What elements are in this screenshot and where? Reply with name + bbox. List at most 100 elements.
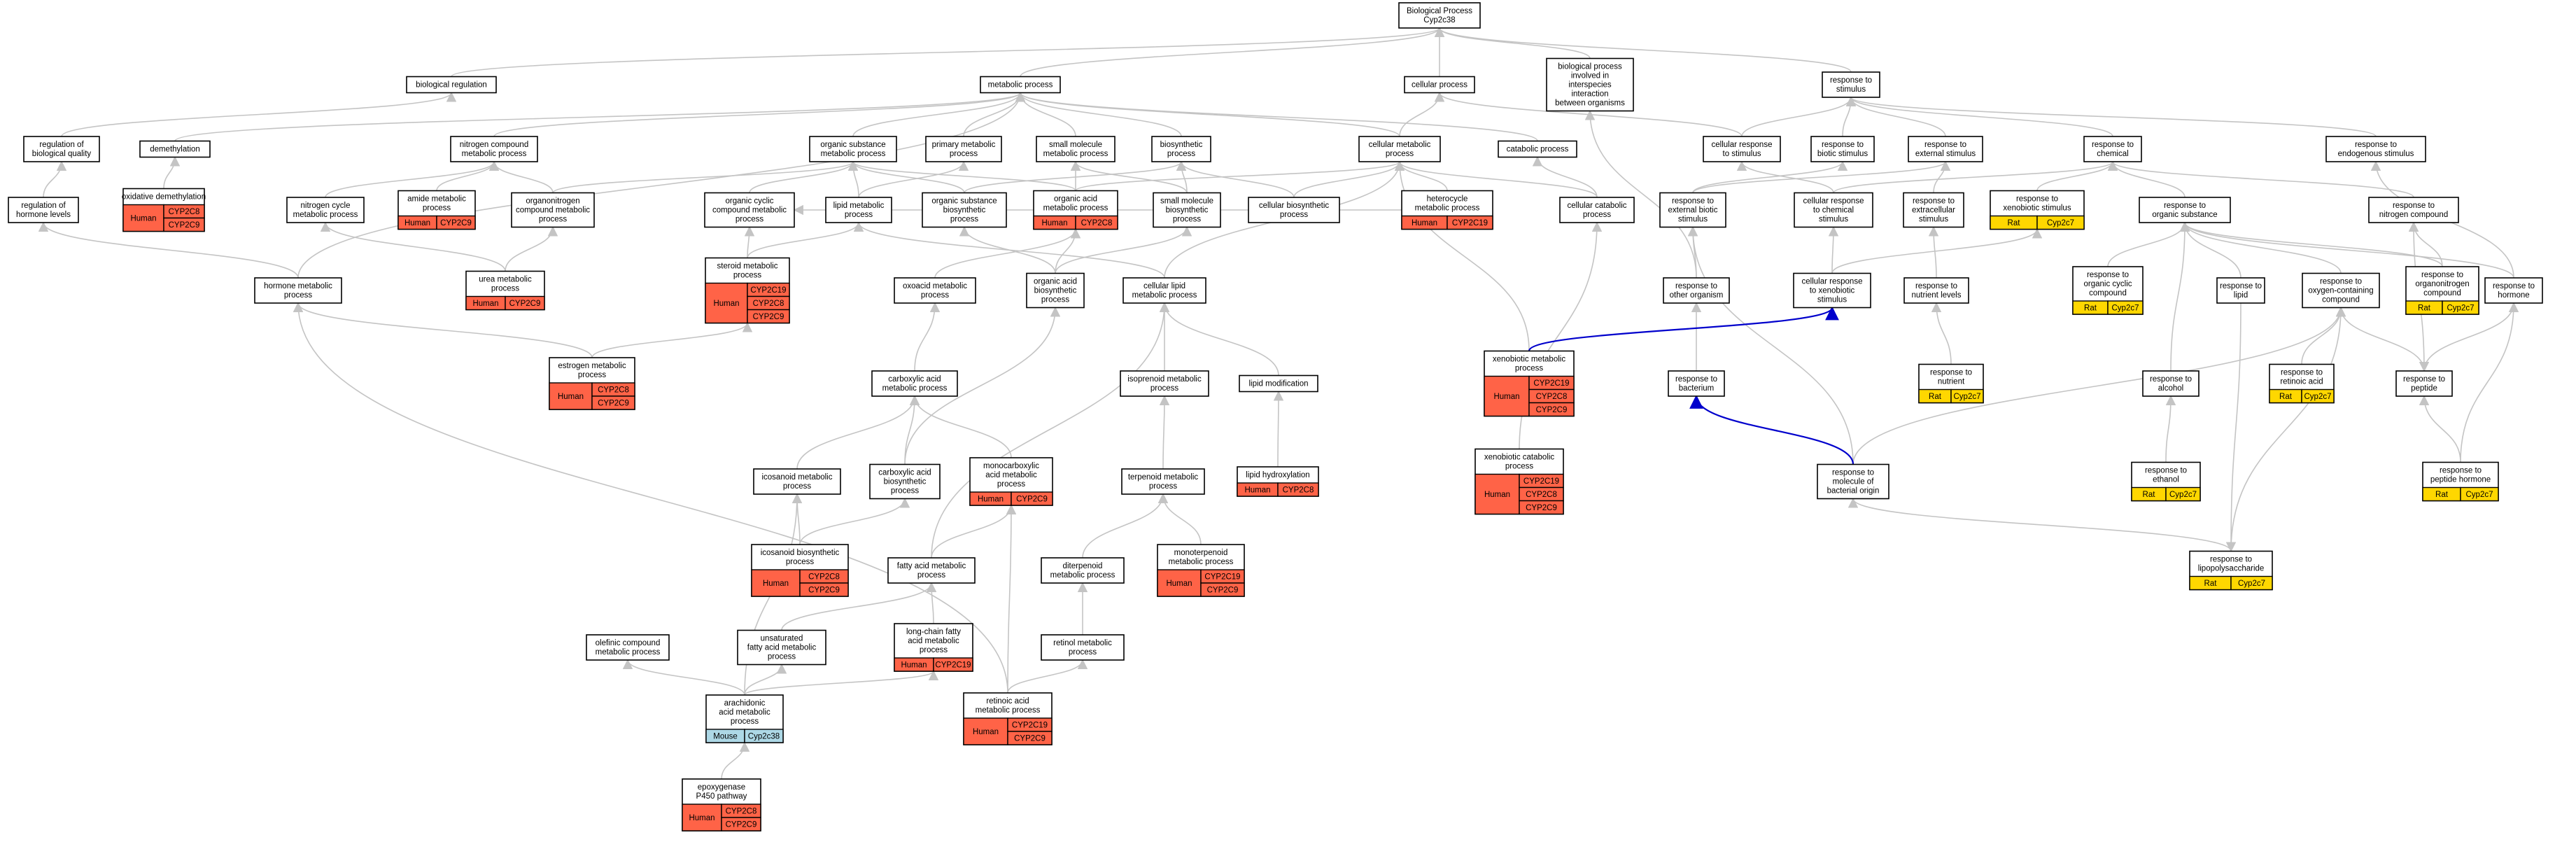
go-term-node-steroid[interactable]: steroid metabolicprocessHumanCYP2C19CYP2…	[705, 257, 790, 324]
go-term-box	[753, 468, 841, 495]
go-term-node-cellproc[interactable]: cellular process	[1404, 76, 1475, 94]
go-term-label: metabolic process	[1169, 558, 1234, 566]
species-label: Human	[689, 814, 715, 822]
gene-cell	[1277, 482, 1319, 497]
go-term-node-xenocat[interactable]: xenobiotic catabolicprocessHumanCYP2C19C…	[1474, 448, 1564, 515]
is-a-edge-cellmp-cellproc	[1399, 92, 1445, 137]
go-term-node-demeth[interactable]: demethylation	[139, 140, 211, 158]
go-term-label: cellular biosynthetic	[1259, 202, 1330, 210]
go-term-node-metab[interactable]: metabolic process	[980, 76, 1061, 94]
go-term-box	[2083, 136, 2142, 162]
go-term-node-icosbp[interactable]: icosanoid biosyntheticprocessHumanCYP2C8…	[751, 544, 849, 597]
go-term-node-breg[interactable]: biological regulation	[406, 76, 497, 94]
gene-label: Cyp2c7	[1954, 393, 1981, 401]
go-term-label: process	[491, 285, 520, 293]
go-term-node-catab[interactable]: catabolic process	[1498, 140, 1577, 158]
gene-label: Cyp2c38	[748, 733, 780, 741]
go-term-label: heterocycle	[1427, 195, 1468, 204]
go-term-node-xeno[interactable]: xenobiotic metabolicprocessHumanCYP2C19C…	[1484, 350, 1575, 417]
go-term-label: stimulus	[1819, 216, 1848, 224]
go-term-node-estrogen[interactable]: estrogen metabolicprocessHumanCYP2C8CYP2…	[549, 357, 635, 410]
go-term-label: cellular response	[1802, 278, 1863, 286]
is-a-edge-respendo-respstim	[1846, 96, 2377, 137]
go-term-node-lipmod[interactable]: lipid modification	[1239, 374, 1318, 393]
go-term-label: metabolic process	[1132, 291, 1197, 300]
species-label: Rat	[2279, 393, 2293, 401]
